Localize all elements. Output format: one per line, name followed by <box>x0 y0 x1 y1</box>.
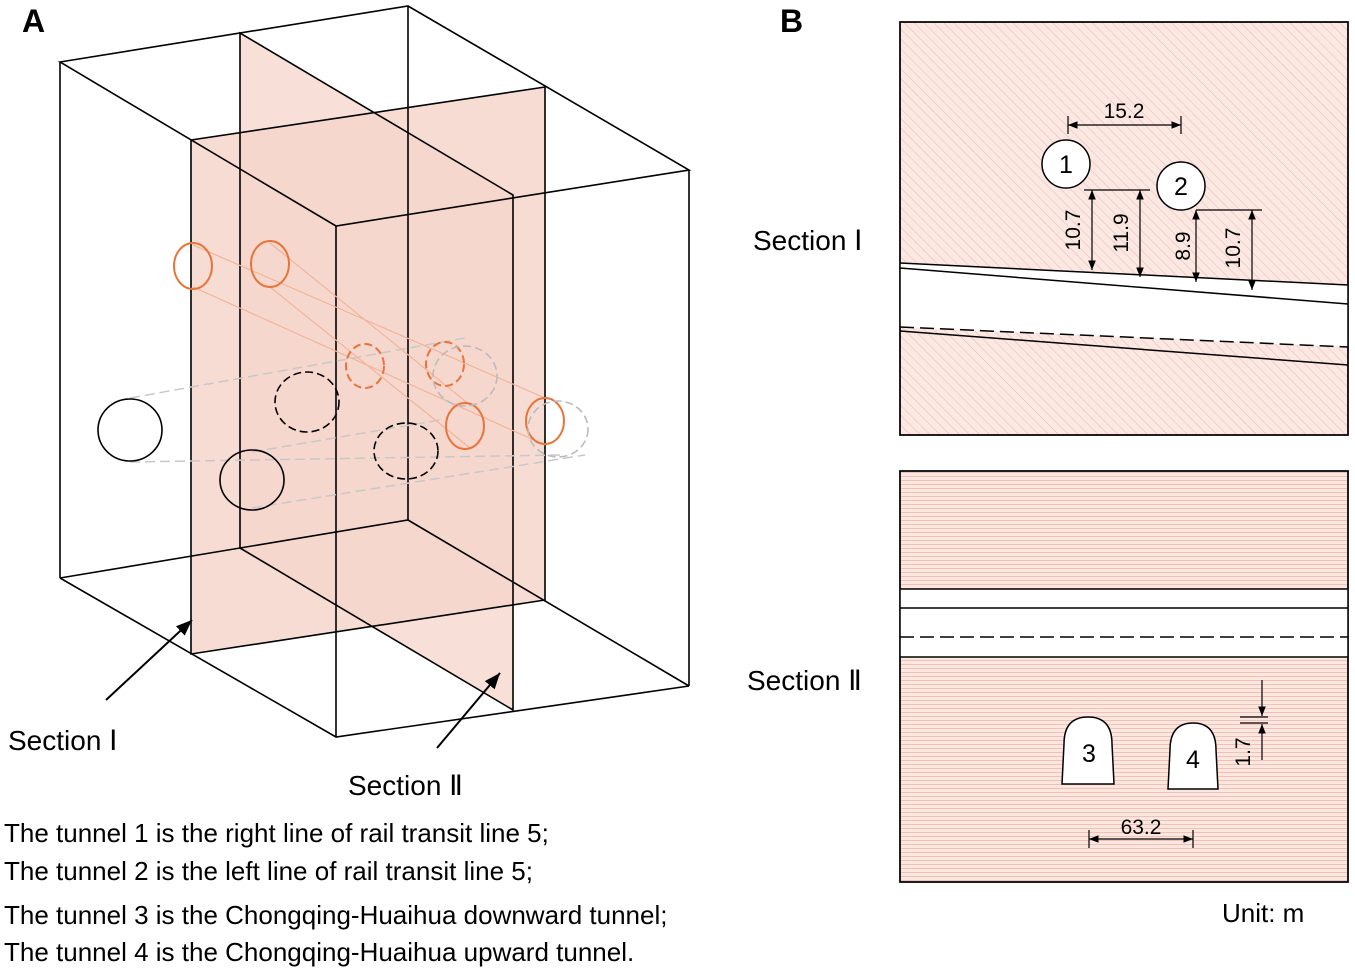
panel-a-3d-model <box>57 5 692 749</box>
dim-10-7-right: 10.7 <box>1222 228 1245 269</box>
black-tunnel-rings <box>97 371 439 511</box>
tunnel-4-outline <box>1167 722 1219 790</box>
unit-label: Unit: m <box>1222 898 1304 928</box>
caption-tunnel-3: The tunnel 3 is the Chongqing-Huaihua do… <box>4 900 667 930</box>
section-1-spacing: 15.2 <box>1104 100 1145 123</box>
orange-tunnel-rings <box>173 240 565 450</box>
tunnel-2-circle <box>1156 161 1206 211</box>
captions: The tunnel 1 is the right line of rail t… <box>4 818 667 967</box>
panel-b-section-1-label: Section Ⅰ <box>753 225 862 256</box>
tunnel-4-label: 4 <box>1186 746 1200 774</box>
panel-b-letter: B <box>780 3 803 39</box>
tunnel-1-circle <box>1041 139 1091 189</box>
caption-tunnel-4: The tunnel 4 is the Chongqing-Huaihua up… <box>4 937 634 967</box>
box-outline <box>57 5 692 738</box>
section-1-plane <box>191 87 545 654</box>
tunnel-2-label: 2 <box>1174 173 1188 201</box>
panel-a-letter: A <box>22 3 45 39</box>
lower-tunnel-tubes <box>129 337 586 509</box>
dim-10-7-left: 10.7 <box>1062 210 1085 251</box>
section-2-drawing: 3 4 1.7 63.2 <box>899 470 1349 883</box>
section-1-arrow <box>105 619 193 701</box>
dim-11-9: 11.9 <box>1110 213 1133 252</box>
tunnel-3-outline <box>1061 716 1115 785</box>
panel-a-section-2-label: Section Ⅱ <box>348 770 463 801</box>
dim-8-9: 8.9 <box>1172 231 1195 260</box>
panel-b-section-2-label: Section Ⅱ <box>747 665 862 696</box>
caption-tunnel-2: The tunnel 2 is the left line of rail tr… <box>4 856 533 886</box>
dim-1-7: 1.7 <box>1232 737 1255 766</box>
tunnel-1-label: 1 <box>1059 151 1073 179</box>
panel-a-section-1-label: Section Ⅰ <box>8 725 117 756</box>
tunnel-3-label: 3 <box>1082 740 1096 768</box>
gray-tunnel-rings <box>432 345 589 458</box>
caption-tunnel-1: The tunnel 1 is the right line of rail t… <box>4 818 549 848</box>
section-1-drawing: 1 2 15.2 10.7 11.9 8.9 10.7 <box>899 21 1349 436</box>
section-2-arrow <box>436 672 501 749</box>
section-2-spacing: 63.2 <box>1121 816 1162 839</box>
